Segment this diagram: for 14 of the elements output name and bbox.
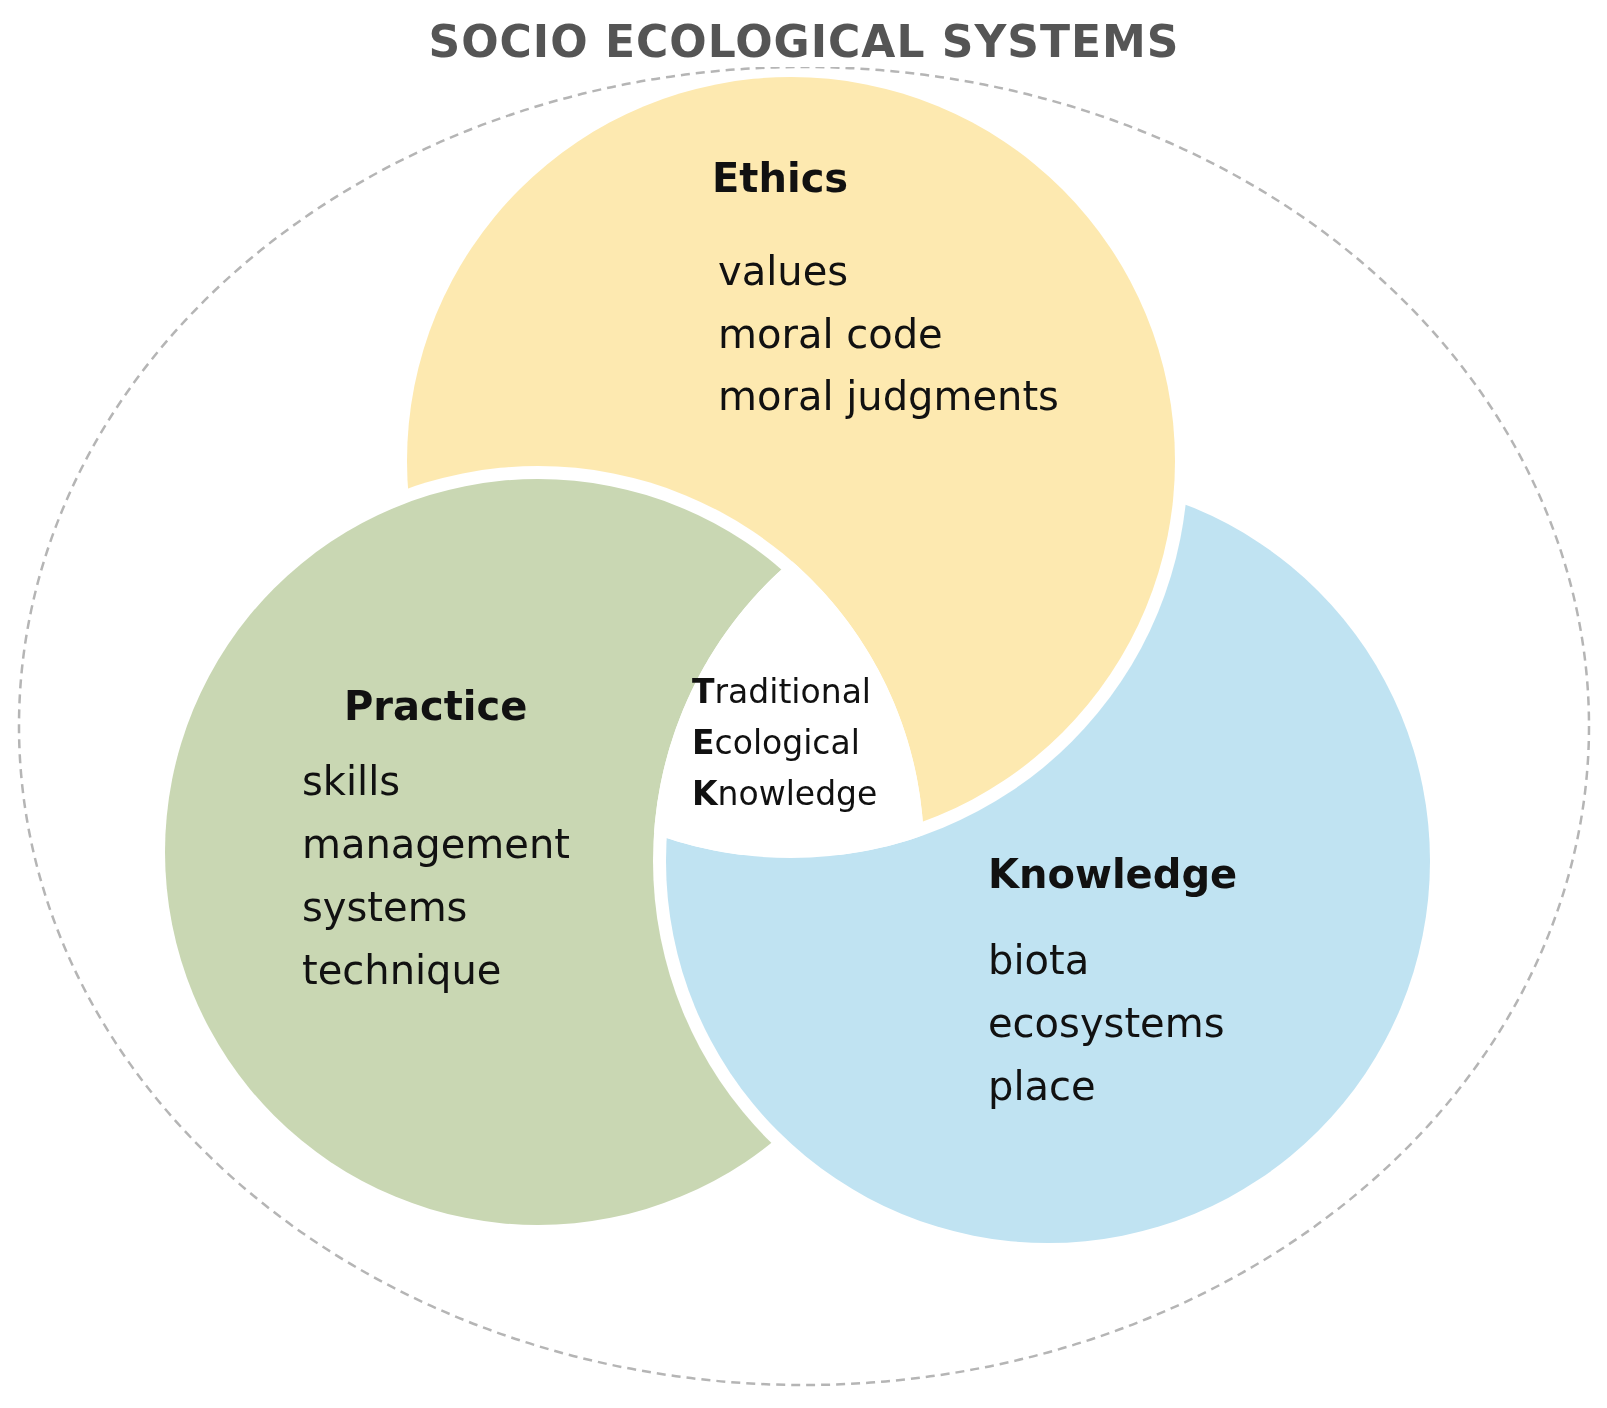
circle-heading: Practice (344, 683, 528, 729)
list-item: systems (302, 884, 468, 930)
list-item: place (988, 1063, 1096, 1109)
list-item: management (302, 821, 570, 867)
list-item: skills (302, 758, 401, 804)
list-item: moral judgments (718, 373, 1059, 419)
list-item: ecosystems (988, 1000, 1225, 1046)
list-item: technique (302, 947, 502, 993)
circle-heading: Knowledge (988, 851, 1238, 897)
center-label: Traditional Ecological Knowledge (692, 671, 879, 815)
list-item: moral code (718, 311, 943, 357)
list-item: biota (988, 937, 1090, 983)
circle-heading: Ethics (712, 155, 849, 201)
list-item: values (718, 248, 849, 294)
